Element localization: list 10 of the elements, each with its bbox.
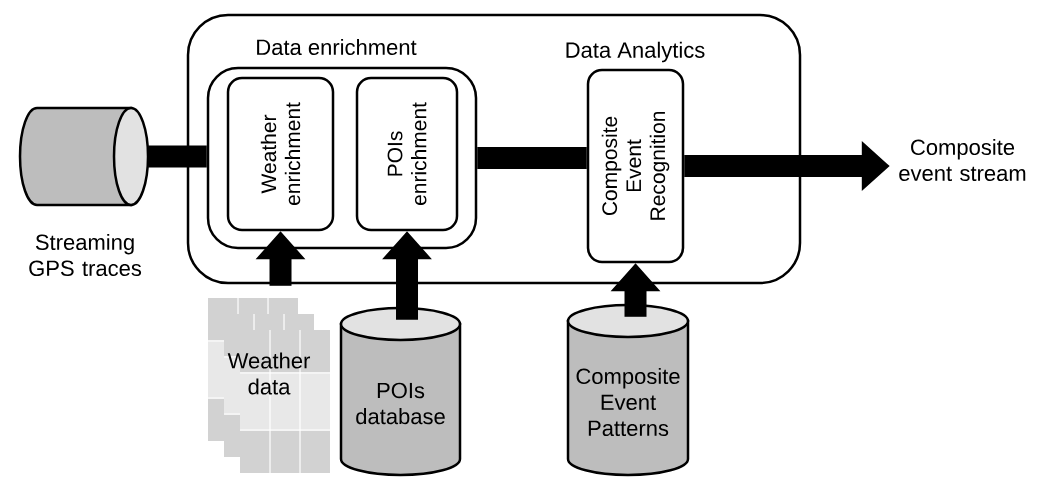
process-box: Weather enrichment bbox=[226, 76, 335, 232]
database-cylinder: POIs database bbox=[339, 306, 462, 477]
output-label: Composite event stream bbox=[899, 138, 1026, 182]
node-caption: Streaming GPS traces bbox=[29, 233, 142, 277]
process-box: Composite Event Recognition bbox=[586, 68, 685, 264]
data-sheets-drawing: Weather data bbox=[207, 297, 331, 474]
database-cylinder: Composite Event Patterns bbox=[566, 303, 690, 477]
process-box: POIs enrichment bbox=[355, 76, 459, 232]
group-title: Data enrichment bbox=[257, 38, 417, 56]
group-title: Data Analytics bbox=[566, 41, 705, 63]
